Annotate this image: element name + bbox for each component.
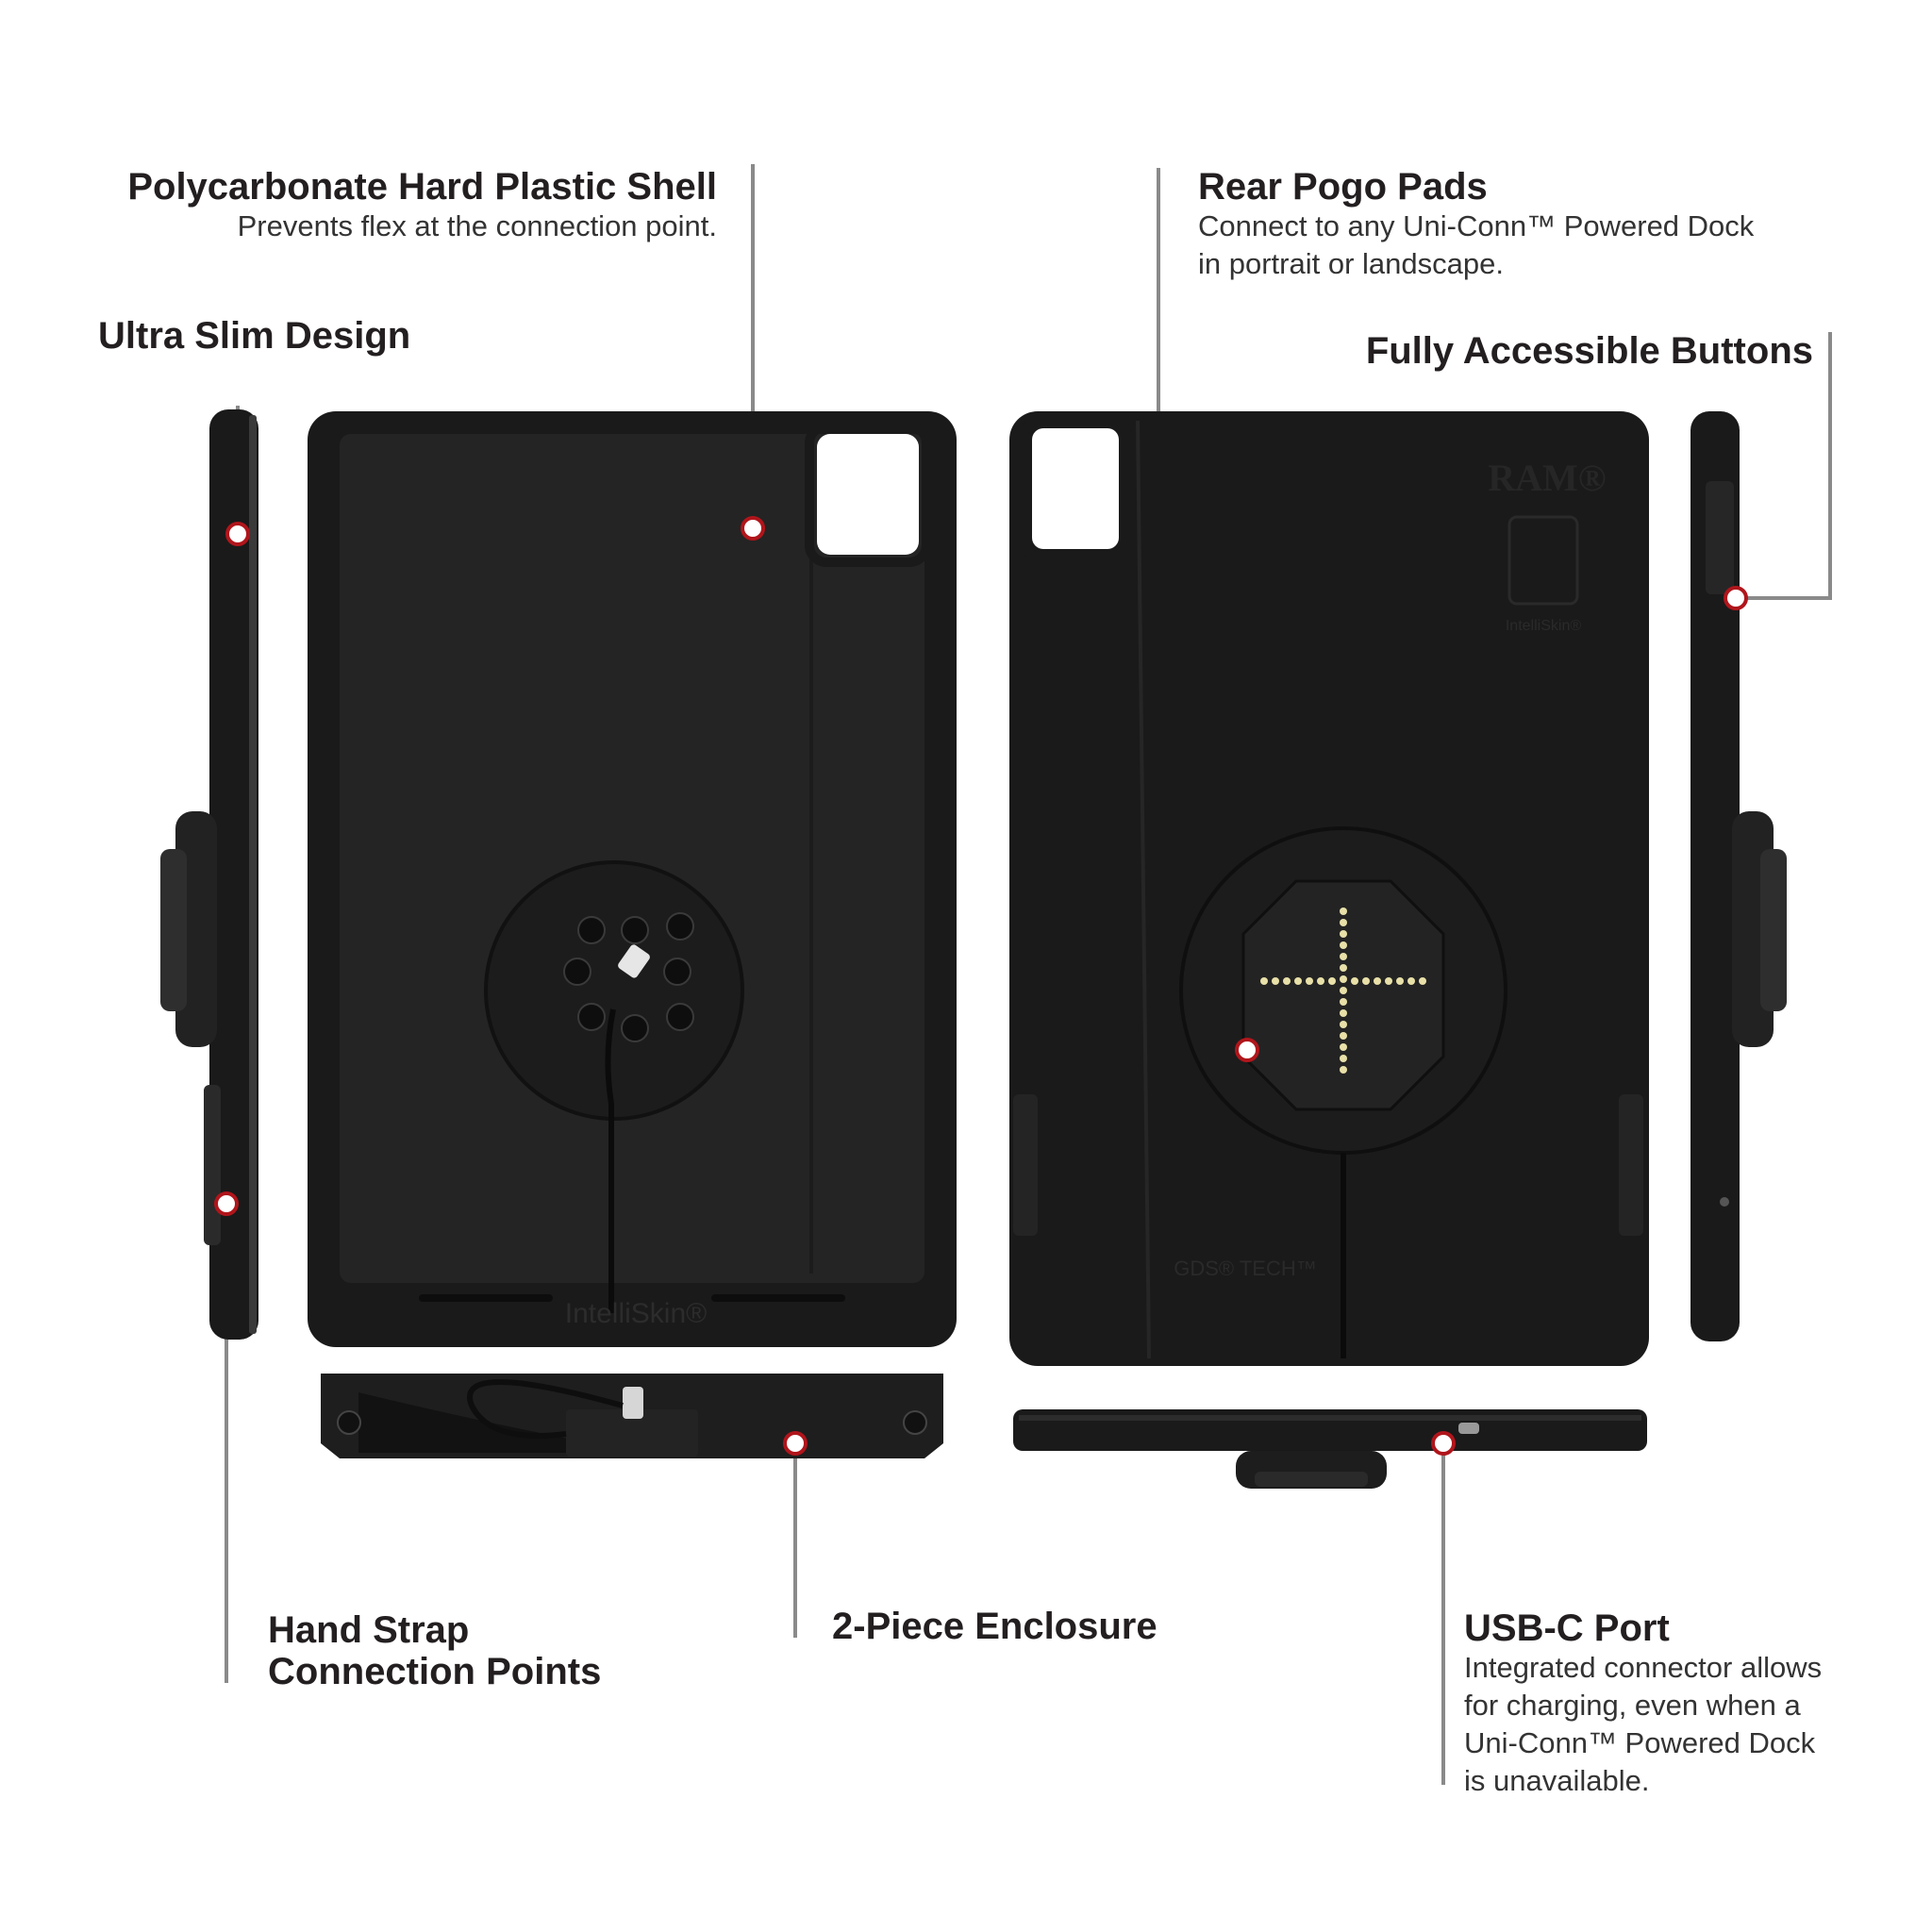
callout-pogo-desc-line1: Connect to any Uni-Conn™ Powered Dock xyxy=(1198,209,1755,242)
marker-slim xyxy=(225,522,250,546)
marker-buttons xyxy=(1724,586,1748,610)
marker-pogo xyxy=(1235,1038,1259,1062)
rear-logo: IntelliSkin® xyxy=(1506,618,1581,634)
callout-strap-title-line1: Hand Strap xyxy=(268,1609,470,1651)
callout-strap: Hand Strap Connection Points xyxy=(268,1609,601,1692)
marker-enclosure xyxy=(783,1431,808,1456)
callout-pogo-desc-line2: in portrait or landscape. xyxy=(1198,247,1504,280)
leader-line-buttons xyxy=(1736,332,1832,600)
rear-gds: GDS® TECH™ xyxy=(1174,1257,1317,1280)
callout-pogo-title: Rear Pogo Pads xyxy=(1198,166,1488,208)
marker-usbc xyxy=(1431,1431,1456,1456)
rear-brand: RAM® xyxy=(1488,457,1606,499)
left-side-profile xyxy=(160,409,258,1340)
callout-shell-title: Polycarbonate Hard Plastic Shell xyxy=(127,166,717,208)
callout-shell: Polycarbonate Hard Plastic Shell Prevent… xyxy=(38,166,717,245)
callout-usbc-desc-line3: Uni-Conn™ Powered Dock xyxy=(1464,1726,1816,1759)
callout-usbc-desc-line2: for charging, even when a xyxy=(1464,1689,1801,1722)
front-logo: IntelliSkin® xyxy=(565,1298,708,1329)
callout-buttons-title: Fully Accessible Buttons xyxy=(1365,330,1813,372)
callout-strap-title-line2: Connection Points xyxy=(268,1651,602,1692)
callout-usbc: USB-C Port Integrated connector allows f… xyxy=(1464,1607,1822,1800)
callout-pogo: Rear Pogo Pads Connect to any Uni-Conn™ … xyxy=(1198,166,1754,283)
marker-strap xyxy=(214,1191,239,1216)
callout-buttons: Fully Accessible Buttons xyxy=(1247,330,1813,372)
callout-enclosure: 2-Piece Enclosure xyxy=(832,1606,1158,1647)
right-side-profile xyxy=(1690,411,1787,1341)
bottom-edge-view xyxy=(1013,1409,1647,1489)
callout-slim: Ultra Slim Design xyxy=(98,315,410,357)
callout-enclosure-title: 2-Piece Enclosure xyxy=(832,1606,1158,1647)
rear-shell: RAM® IntelliSkin® GDS® TECH™ xyxy=(1009,411,1649,1366)
marker-shell xyxy=(741,516,765,541)
callout-usbc-title: USB-C Port xyxy=(1464,1607,1670,1649)
front-shell: IntelliSkin® xyxy=(308,411,957,1347)
callout-slim-title: Ultra Slim Design xyxy=(98,315,411,357)
callout-shell-desc: Prevents flex at the connection point. xyxy=(237,209,717,242)
callout-markers xyxy=(214,516,1748,1456)
callout-usbc-desc-line1: Integrated connector allows xyxy=(1464,1651,1823,1684)
callout-usbc-desc-line4: is unavailable. xyxy=(1464,1764,1650,1797)
bottom-piece xyxy=(321,1374,943,1458)
